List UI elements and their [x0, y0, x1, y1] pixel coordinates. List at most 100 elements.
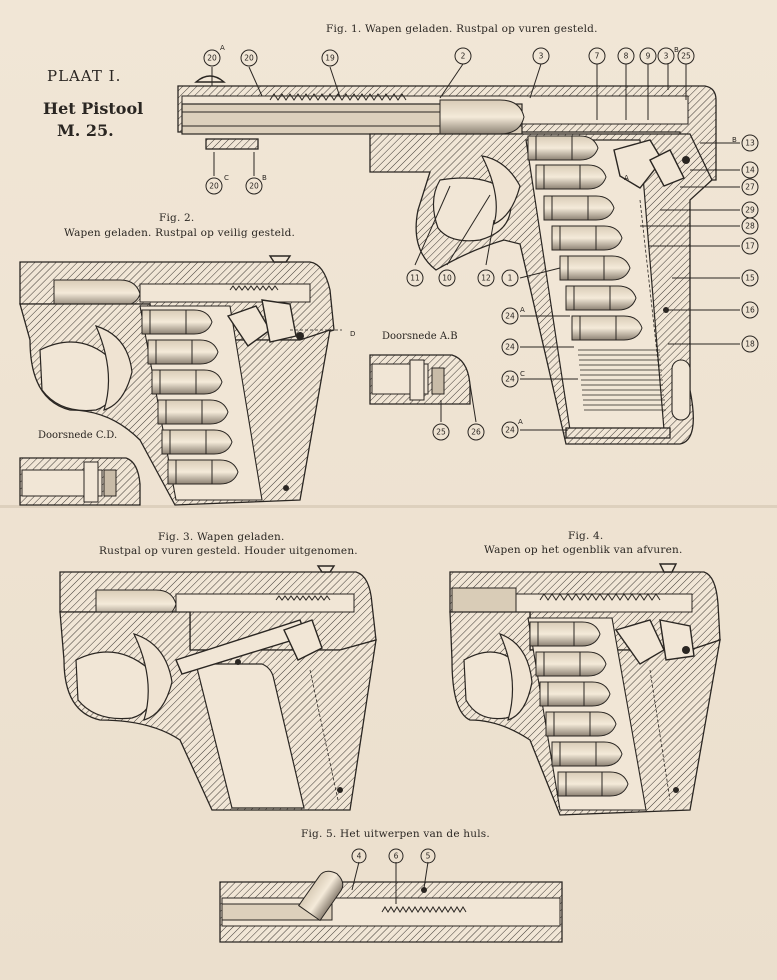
- callout: 4: [351, 848, 367, 864]
- svg-text:9: 9: [646, 52, 651, 61]
- svg-text:17: 17: [745, 242, 755, 251]
- fig5-drawing: [219, 861, 563, 943]
- svg-text:A: A: [220, 44, 225, 52]
- callout: 17: [741, 237, 759, 255]
- svg-text:11: 11: [410, 274, 420, 283]
- callout: 28: [741, 217, 759, 235]
- svg-text:B: B: [674, 46, 679, 54]
- callout: 2: [454, 47, 472, 65]
- svg-text:12: 12: [481, 274, 491, 283]
- fig3-drawing: [59, 565, 377, 811]
- callout: 25: [677, 47, 695, 65]
- callout: 24: [501, 338, 519, 356]
- fig3-caption-1: Fig. 3. Wapen geladen.: [158, 531, 285, 543]
- svg-text:24: 24: [505, 343, 515, 352]
- fig4-caption-2: Wapen op het ogenblik van afvuren.: [484, 544, 683, 556]
- fig2-drawing: D: [19, 255, 355, 506]
- callout: 20: [205, 177, 223, 195]
- svg-text:27: 27: [745, 183, 755, 192]
- svg-text:24: 24: [505, 426, 515, 435]
- svg-text:18: 18: [745, 340, 755, 349]
- callout: 1: [501, 269, 519, 287]
- callout: 6: [388, 848, 404, 864]
- fig2-caption-2: Wapen geladen. Rustpal op veilig gesteld…: [64, 227, 296, 239]
- fig4-drawing: [449, 563, 721, 816]
- callout: 11: [406, 269, 424, 287]
- svg-text:24: 24: [505, 312, 515, 321]
- svg-text:B: B: [262, 174, 267, 182]
- section-ab-callouts: 25 26: [432, 423, 485, 441]
- svg-text:6: 6: [394, 852, 399, 861]
- svg-text:20: 20: [207, 54, 217, 63]
- fig2-caption-1: Fig. 2.: [159, 212, 195, 224]
- callout: 14: [741, 161, 759, 179]
- section-ab-drawing: [369, 354, 477, 423]
- svg-text:8: 8: [624, 52, 629, 61]
- callout: 15: [741, 269, 759, 287]
- svg-text:3: 3: [539, 52, 544, 61]
- svg-text:1: 1: [508, 274, 513, 283]
- callout: 26: [467, 423, 485, 441]
- svg-text:A: A: [518, 418, 523, 426]
- callout: 19: [321, 49, 339, 67]
- svg-text:14: 14: [745, 166, 755, 175]
- svg-text:15: 15: [745, 274, 755, 283]
- plate-title: PLAAT I.: [47, 67, 122, 85]
- fig1-caption: Fig. 1. Wapen geladen. Rustpal op vuren …: [326, 23, 598, 35]
- svg-text:13: 13: [745, 139, 755, 148]
- svg-text:4: 4: [357, 852, 362, 861]
- callout: 3: [532, 47, 550, 65]
- fig5-caption: Fig. 5. Het uitwerpen van de huls.: [301, 828, 490, 840]
- fig1-callouts: 20 20 19 2 3 7 8 9 3 25 13 14 27 29 28 1…: [203, 47, 759, 439]
- svg-text:24: 24: [505, 375, 515, 384]
- callout: 16: [741, 301, 759, 319]
- plate-subtitle-2: M. 25.: [57, 121, 114, 140]
- callout: 24: [501, 370, 519, 388]
- svg-text:19: 19: [325, 54, 335, 63]
- svg-text:20: 20: [249, 182, 259, 191]
- fig4-caption-1: Fig. 4.: [568, 530, 604, 542]
- callout: 20: [245, 177, 263, 195]
- callout: 12: [477, 269, 495, 287]
- svg-text:C: C: [224, 174, 229, 182]
- callout: 10: [438, 269, 456, 287]
- svg-text:5: 5: [426, 852, 431, 861]
- callout: 13: [741, 134, 759, 152]
- callout: 7: [588, 47, 606, 65]
- svg-text:10: 10: [442, 274, 452, 283]
- fig1-letters: A B C B B A C A A: [220, 44, 737, 426]
- callout: 5: [420, 848, 436, 864]
- svg-text:26: 26: [471, 428, 481, 437]
- callout: 24: [501, 307, 519, 325]
- callout: 8: [617, 47, 635, 65]
- callout: 20: [203, 49, 221, 67]
- fig1-drawing: [177, 63, 740, 445]
- svg-text:A: A: [624, 174, 629, 182]
- section-ab-label: Doorsnede A.B: [382, 331, 458, 342]
- section-cd-label: Doorsnede C.D.: [38, 430, 118, 441]
- section-cd-drawing: [19, 457, 141, 506]
- page-fold: [0, 505, 777, 508]
- fig2-marker-d: D: [350, 330, 355, 338]
- svg-text:A: A: [520, 306, 525, 314]
- svg-text:20: 20: [209, 182, 219, 191]
- svg-text:16: 16: [745, 306, 755, 315]
- svg-text:29: 29: [745, 206, 755, 215]
- svg-text:28: 28: [745, 222, 755, 231]
- fig5-callouts: 4 6 5: [351, 848, 436, 864]
- svg-text:C: C: [520, 370, 525, 378]
- callout: 20: [240, 49, 258, 67]
- svg-text:25: 25: [681, 52, 691, 61]
- callout: 18: [741, 335, 759, 353]
- svg-text:3: 3: [664, 52, 669, 61]
- svg-text:7: 7: [595, 52, 600, 61]
- svg-text:25: 25: [436, 428, 446, 437]
- callout: 3: [657, 47, 675, 65]
- svg-text:B: B: [732, 136, 737, 144]
- svg-text:2: 2: [461, 52, 466, 61]
- svg-text:20: 20: [244, 54, 254, 63]
- callout: 9: [639, 47, 657, 65]
- plate-subtitle-1: Het Pistool: [43, 99, 144, 118]
